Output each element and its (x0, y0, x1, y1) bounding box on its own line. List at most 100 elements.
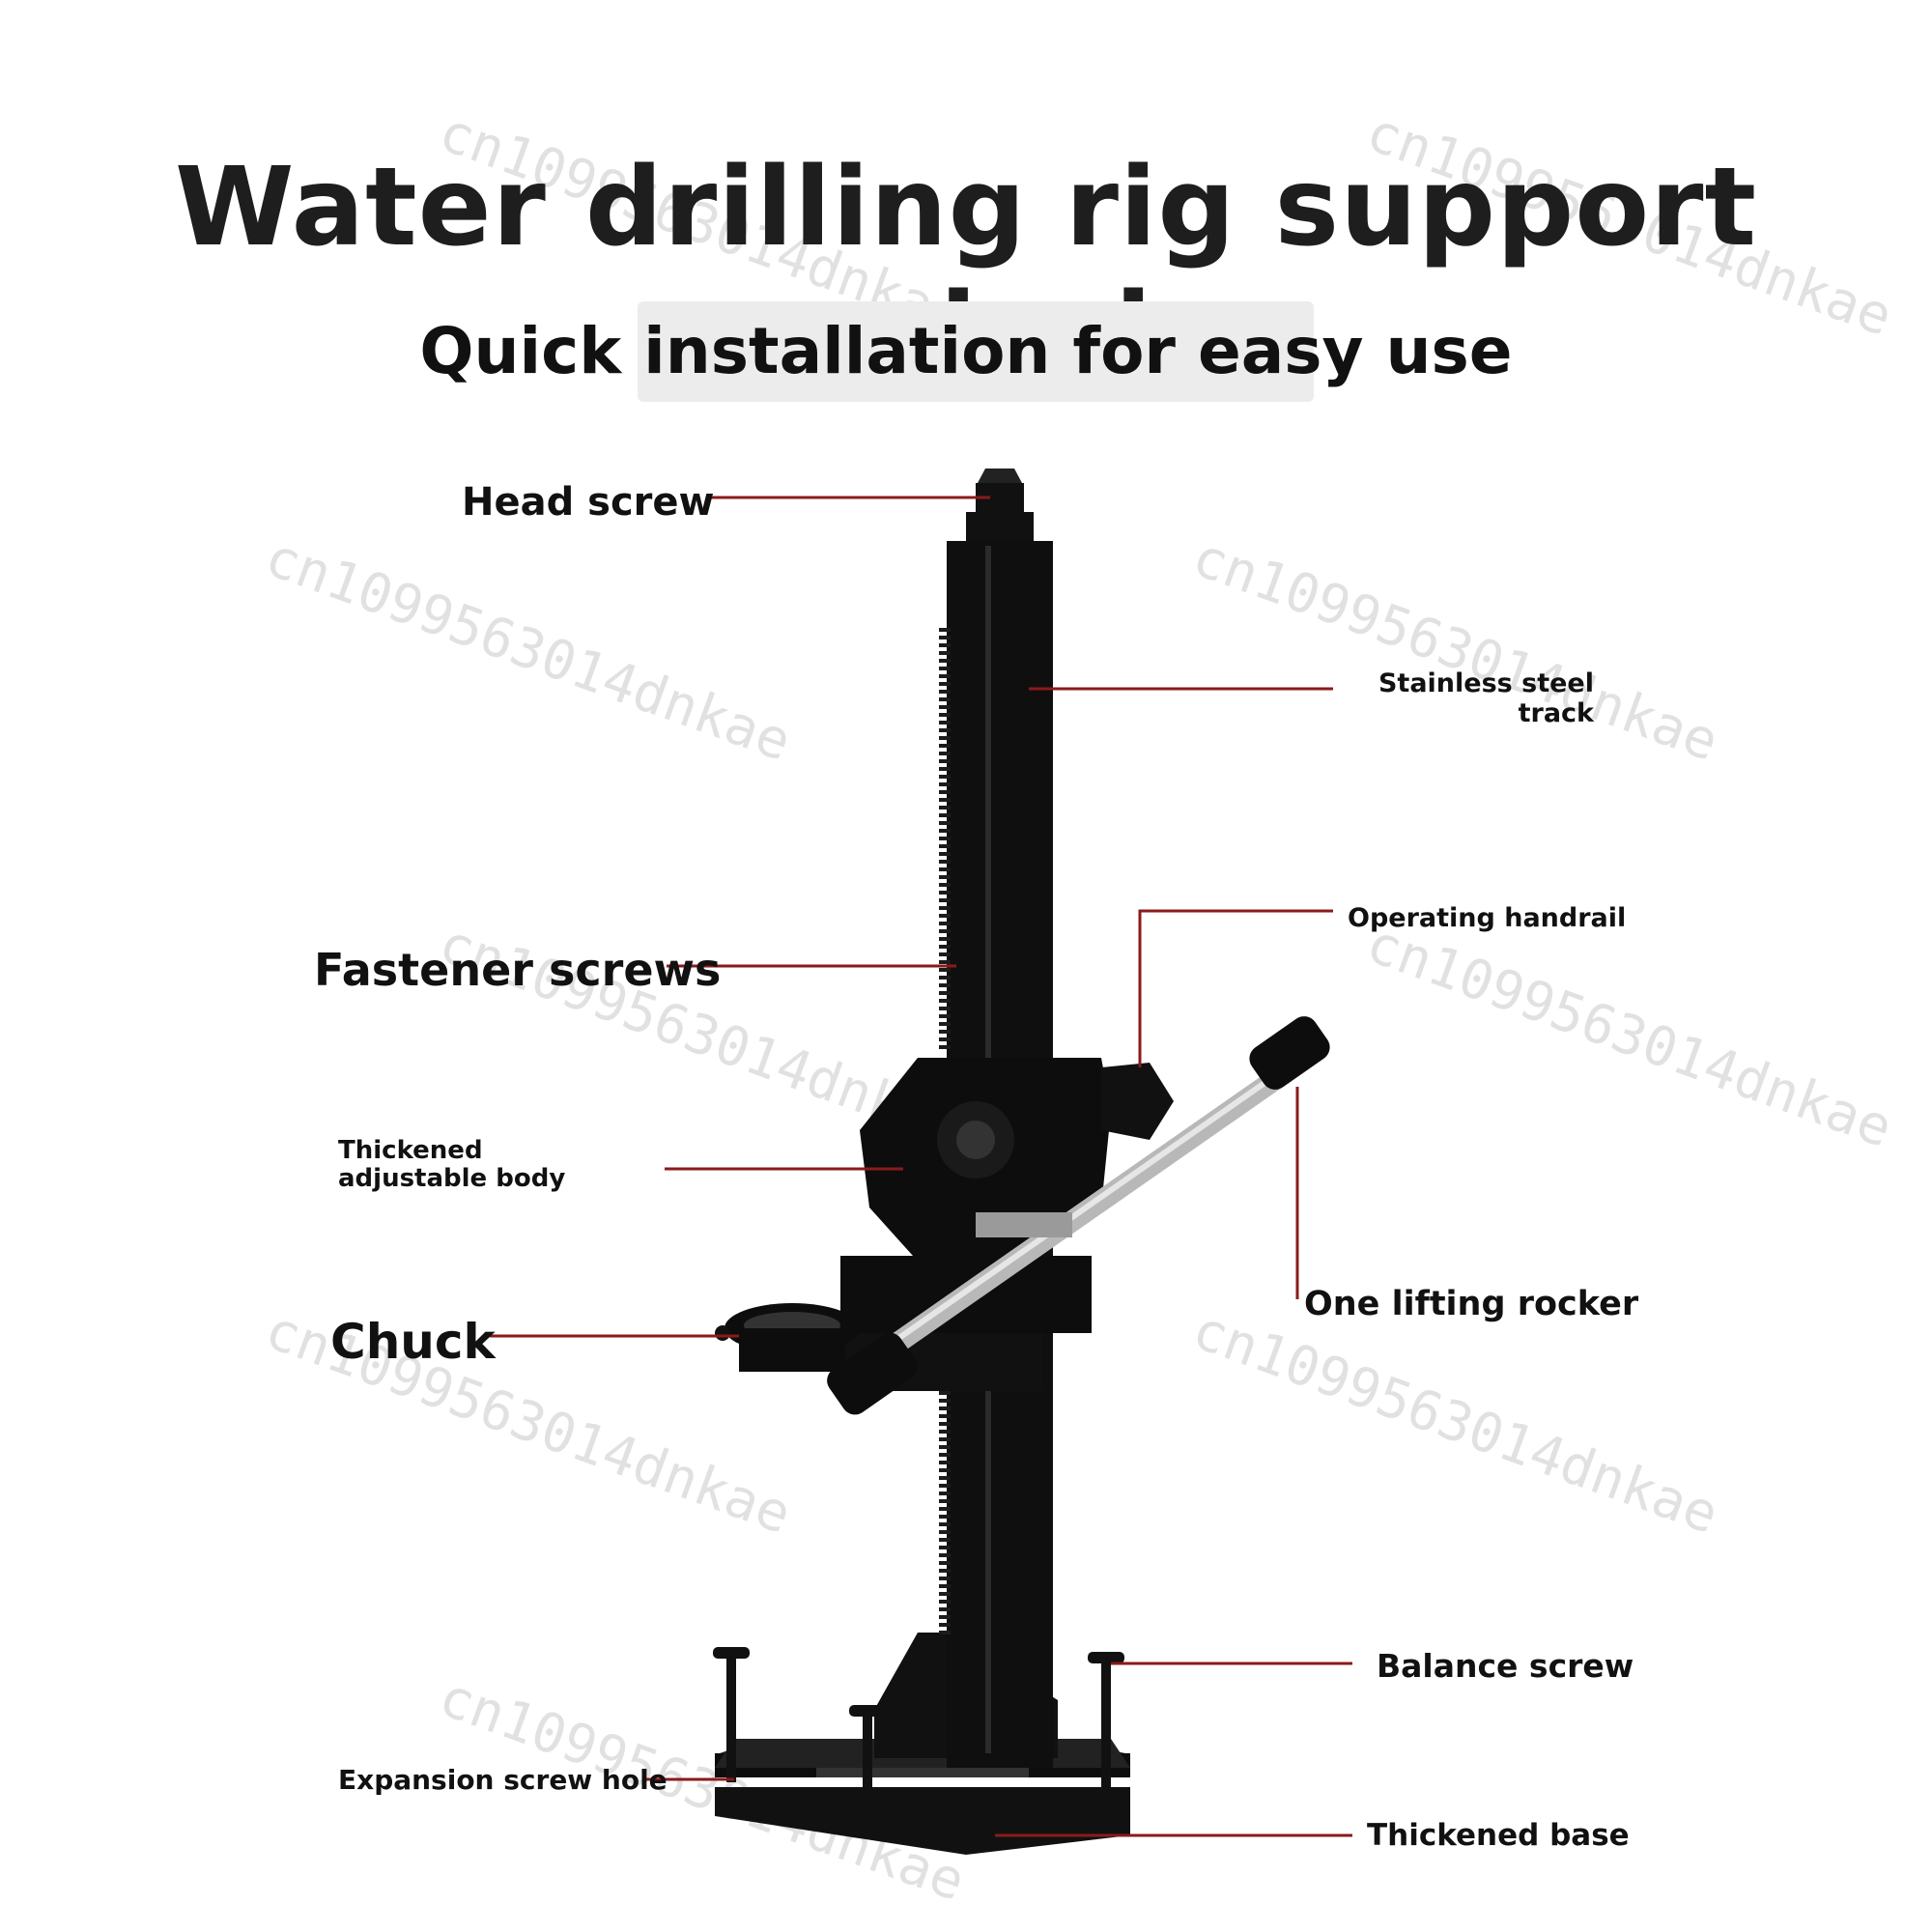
rack-tooth (939, 667, 951, 670)
rack-tooth (939, 690, 951, 694)
rack-tooth (939, 1577, 951, 1580)
rack-tooth (939, 651, 951, 655)
rack-tooth (939, 728, 951, 732)
subtitle-highlight (638, 301, 1314, 402)
rack-tooth (939, 1507, 951, 1511)
rack-tooth (939, 1515, 951, 1519)
rack-tooth (939, 798, 951, 802)
rocker-handle-bottom (827, 1332, 918, 1415)
label-lifting-rocker: One lifting rocker (1304, 1285, 1639, 1323)
rack-tooth (939, 736, 951, 740)
label-expansion-hole: Expansion screw hole (338, 1764, 668, 1796)
rack-tooth (939, 898, 951, 902)
rack-tooth (939, 837, 951, 840)
balance-screws (713, 1647, 1124, 1821)
rack-tooth (939, 659, 951, 663)
rack-tooth (939, 813, 951, 817)
leader-lines (490, 496, 1352, 1837)
rocker-handle-top (1249, 1016, 1330, 1090)
rack-tooth (939, 1538, 951, 1542)
spindle (976, 1212, 1072, 1237)
rack-tooth (939, 1600, 951, 1604)
rack-tooth (939, 682, 951, 686)
rack-tooth (939, 1553, 951, 1557)
rack-tooth (939, 713, 951, 717)
rack-tooth (939, 1584, 951, 1588)
rack-tooth (939, 705, 951, 709)
rack-tooth (939, 790, 951, 794)
rack-tooth (939, 875, 951, 879)
rack-tooth (939, 1437, 951, 1441)
label-chuck: Chuck (330, 1314, 496, 1370)
rack-tooth (939, 1631, 951, 1634)
label-operating-handrail: Operating handrail (1348, 903, 1627, 933)
rack-tooth (939, 1022, 951, 1026)
rack-tooth (939, 883, 951, 887)
rack-tooth (939, 844, 951, 848)
rack-tooth (939, 643, 951, 647)
rack-tooth (939, 1530, 951, 1534)
rack-tooth (939, 960, 951, 964)
rack-tooth (939, 867, 951, 871)
rack-tooth (939, 983, 951, 987)
rack-tooth (939, 976, 951, 980)
rack-tooth (939, 1569, 951, 1573)
page-subtitle: Quick installation for easy use (419, 314, 1513, 388)
rack-tooth (939, 1461, 951, 1464)
rack-tooth (939, 1453, 951, 1457)
rack-tooth (939, 929, 951, 933)
label-thickened-base: Thickened base (1367, 1818, 1630, 1853)
rack-tooth (939, 852, 951, 856)
rack-tooth (939, 1607, 951, 1611)
rack-tooth (939, 1623, 951, 1627)
rack-tooth (939, 674, 951, 678)
rack-tooth (939, 1561, 951, 1565)
rack-tooth (939, 775, 951, 779)
rack-tooth (939, 937, 951, 941)
rack-tooth (939, 1492, 951, 1495)
lifting-rocker-bar (873, 1052, 1310, 1363)
head-screw-shape (966, 469, 1034, 541)
rack-tooth (939, 1522, 951, 1526)
rack-tooth (939, 945, 951, 949)
rack-tooth (939, 1499, 951, 1503)
label-thickened-body: Thickened adjustable body (338, 1136, 566, 1193)
rack-tooth (939, 922, 951, 925)
rack-tooth (939, 891, 951, 895)
rack-tooth (939, 1014, 951, 1018)
label-stainless-track: Stainless steel track (1378, 668, 1594, 728)
rack-tooth (939, 1007, 951, 1010)
rack-tooth (939, 952, 951, 956)
rack-tooth (939, 1484, 951, 1488)
rack-tooth (939, 806, 951, 810)
rack-tooth (939, 1406, 951, 1410)
rack-tooth (939, 968, 951, 972)
rack-tooth (939, 1037, 951, 1041)
rack-tooth (939, 1546, 951, 1549)
label-balance-screw: Balance screw (1377, 1647, 1634, 1685)
rack-tooth (939, 914, 951, 918)
rack-tooth (939, 697, 951, 701)
rack-tooth (939, 1615, 951, 1619)
rack-tooth (939, 767, 951, 771)
rack-tooth (939, 991, 951, 995)
rack-tooth (939, 759, 951, 763)
label-fastener-screws: Fastener screws (314, 944, 722, 996)
rack-tooth (939, 1030, 951, 1034)
rack-tooth (939, 1476, 951, 1480)
rack-tooth (939, 1399, 951, 1403)
carriage-body (840, 1058, 1174, 1391)
rack-tooth (939, 628, 951, 632)
rack-tooth (939, 636, 951, 639)
rack-tooth (939, 1391, 951, 1395)
rack-teeth (939, 628, 951, 1634)
rack-tooth (939, 906, 951, 910)
label-head-screw: Head screw (462, 480, 715, 525)
rack-tooth (939, 999, 951, 1003)
rack-tooth (939, 1468, 951, 1472)
rack-tooth (939, 829, 951, 833)
rack-tooth (939, 1045, 951, 1049)
rack-tooth (939, 1422, 951, 1426)
rack-tooth (939, 782, 951, 786)
